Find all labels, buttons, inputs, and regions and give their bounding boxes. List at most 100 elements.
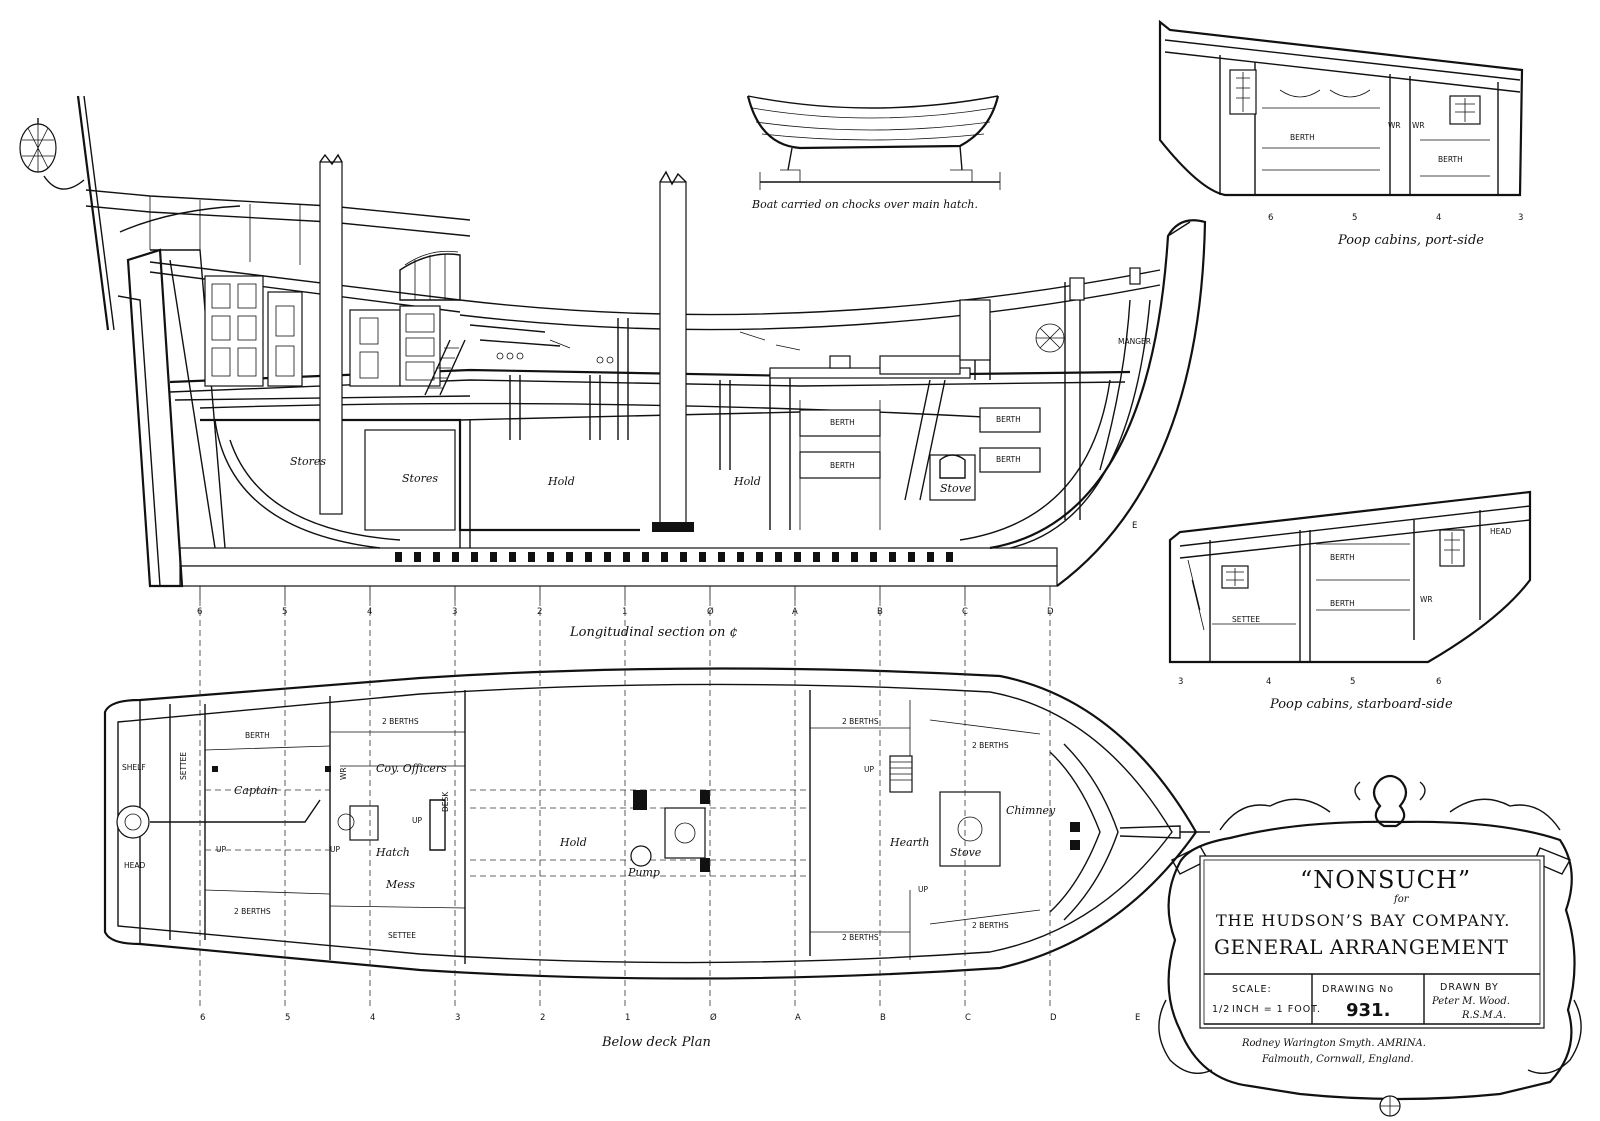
below-deck-plan: BERTH 2 BERTHS SHELF SETTEE DESK WR Capt… [103, 667, 1210, 1050]
port-label-wr-1: WR [1388, 121, 1401, 130]
plan-label-berth: BERTH [245, 731, 270, 740]
label-stores-2: Stores [402, 472, 438, 485]
plan-label-up-4: UP [864, 765, 874, 774]
starboard-station-5: 5 [1350, 677, 1355, 687]
drawn-title: R.S.M.A. [1461, 1010, 1506, 1021]
plan-label-fwd-berths-4: 2 BERTHS [972, 921, 1009, 930]
label-hold-1: Hold [547, 475, 575, 488]
title-arrangement: GENERAL ARRANGEMENT [1214, 935, 1508, 959]
plan-label-wr: WR [339, 767, 348, 780]
title-cartouche: “NONSUCH” for THE HUDSON’S BAY COMPANY. … [1158, 774, 1582, 1117]
starboard-label-berth-1: BERTH [1330, 553, 1355, 562]
plan-label-fwd-berths-2: 2 BERTHS [972, 741, 1009, 750]
plan-label-hold: Hold [559, 836, 587, 849]
plan-label-up-2: UP [330, 845, 340, 854]
plan-label-chimney: Chimney [1006, 804, 1056, 817]
title-name: “NONSUCH” [1300, 866, 1471, 894]
plan-station-e: E [1135, 1013, 1140, 1023]
starboard-label-head: HEAD [1490, 527, 1512, 536]
drawing-label: DRAWING No [1322, 984, 1394, 995]
port-label-wr-2: WR [1412, 121, 1425, 130]
label-berth-3: BERTH [996, 415, 1021, 424]
port-station-5: 5 [1352, 213, 1357, 223]
title-for: for [1393, 894, 1410, 905]
starboard-station-4: 4 [1266, 677, 1271, 687]
plan-label-coy-officers: Coy. Officers [376, 762, 447, 775]
label-berth-1: BERTH [830, 418, 855, 427]
boat-caption: Boat carried on chocks over main hatch. [751, 198, 978, 211]
port-station-6: 6 [1268, 213, 1273, 223]
label-manger: MANGER [1118, 337, 1151, 346]
port-label-berth-2: BERTH [1438, 155, 1463, 164]
plan-label-captain: Captain [234, 784, 278, 797]
plan-label-fwd-berths-1: 2 BERTHS [842, 717, 879, 726]
plan-station-5: 5 [285, 1013, 290, 1023]
label-hold-2: Hold [733, 475, 761, 488]
plan-station-3: 3 [455, 1013, 460, 1023]
plan-label-desk: DESK [441, 791, 450, 812]
label-berth-4: BERTH [996, 455, 1021, 464]
plan-label-hearth: Hearth [889, 836, 929, 849]
plan-station-midship: Ø [710, 1012, 717, 1023]
starboard-station-3: 3 [1178, 677, 1183, 687]
plan-station-2: 2 [540, 1013, 545, 1023]
drawn-name: Peter M. Wood. [1431, 996, 1510, 1007]
main-mast [652, 170, 694, 532]
plan-label-up-1: UP [412, 816, 422, 825]
starboard-label-wr: WR [1420, 595, 1433, 604]
plan-label-up-5: UP [918, 885, 928, 894]
section-station-d: D [1047, 607, 1054, 617]
maker-place: Falmouth, Cornwall, England. [1261, 1054, 1414, 1065]
plan-station-d: D [1050, 1013, 1057, 1023]
plan-label-stove: Stove [950, 846, 982, 859]
plan-label-settee-a: SETTEE [179, 752, 188, 780]
plan-station-4: 4 [370, 1013, 375, 1023]
label-berth-2: BERTH [830, 461, 855, 470]
scale-half: 1/2 [1212, 1004, 1230, 1015]
drawing-number: 931. [1346, 1000, 1390, 1021]
port-caption: Poop cabins, port-side [1337, 233, 1484, 248]
scale-value: INCH = 1 FOOT. [1232, 1004, 1321, 1015]
section-caption: Longitudinal section on ¢ [569, 625, 738, 640]
stern-lantern [19, 118, 85, 190]
label-e: E [1132, 521, 1137, 531]
plan-label-shelf: SHELF [122, 763, 146, 772]
plan-label-fwd-berths-3: 2 BERTHS [842, 933, 879, 942]
keel-frame-blocks [395, 552, 953, 562]
label-stores-1: Stores [290, 455, 326, 468]
mizzen-mast [319, 153, 343, 515]
plan-label-two-berths-a: 2 BERTHS [382, 717, 419, 726]
longitudinal-section: Stores Stores Hold Hold BERTH BERTH BERT… [19, 95, 1207, 640]
title-company: THE HUDSON’S BAY COMPANY. [1216, 911, 1510, 930]
port-label-berth-1: BERTH [1290, 133, 1315, 142]
plan-label-mess: Mess [385, 878, 415, 891]
drawn-label: DRAWN BY [1440, 982, 1499, 993]
label-stove: Stove [940, 482, 972, 495]
plan-label-head: HEAD [124, 861, 146, 870]
poop-cabins-starboard: BERTH BERTH SETTEE HEAD WR 3 4 5 6 Poop … [1168, 490, 1532, 712]
plan-label-pump: Pump [627, 866, 660, 879]
starboard-caption: Poop cabins, starboard-side [1269, 697, 1453, 712]
ships-boat-drawing: Boat carried on chocks over main hatch. [746, 95, 1001, 211]
plan-label-up-3: UP [216, 845, 226, 854]
plan-station-6: 6 [200, 1013, 205, 1023]
section-station-midship: Ø [707, 606, 714, 617]
port-station-4: 4 [1436, 213, 1441, 223]
stern-cabin-doors [204, 275, 441, 387]
port-station-3: 3 [1518, 213, 1523, 223]
plan-station-a: A [795, 1013, 801, 1023]
scale-label: SCALE: [1232, 984, 1272, 995]
plan-label-hatch: Hatch [375, 846, 410, 859]
maker-name: Rodney Warington Smyth. AMRINA. [1241, 1038, 1426, 1049]
starboard-station-6: 6 [1436, 677, 1441, 687]
plan-station-1: 1 [625, 1013, 630, 1023]
plan-caption: Below deck Plan [601, 1035, 711, 1050]
plan-label-settee-b: SETTEE [388, 931, 416, 940]
plan-label-two-berths-b: 2 BERTHS [234, 907, 271, 916]
poop-cabins-port: BERTH BERTH WR WR 6 5 4 3 Poop cabins, p… [1158, 19, 1523, 248]
starboard-label-settee: SETTEE [1232, 615, 1260, 624]
plan-station-c: C [965, 1013, 971, 1023]
starboard-label-berth-2: BERTH [1330, 599, 1355, 608]
plan-station-b: B [880, 1013, 886, 1023]
